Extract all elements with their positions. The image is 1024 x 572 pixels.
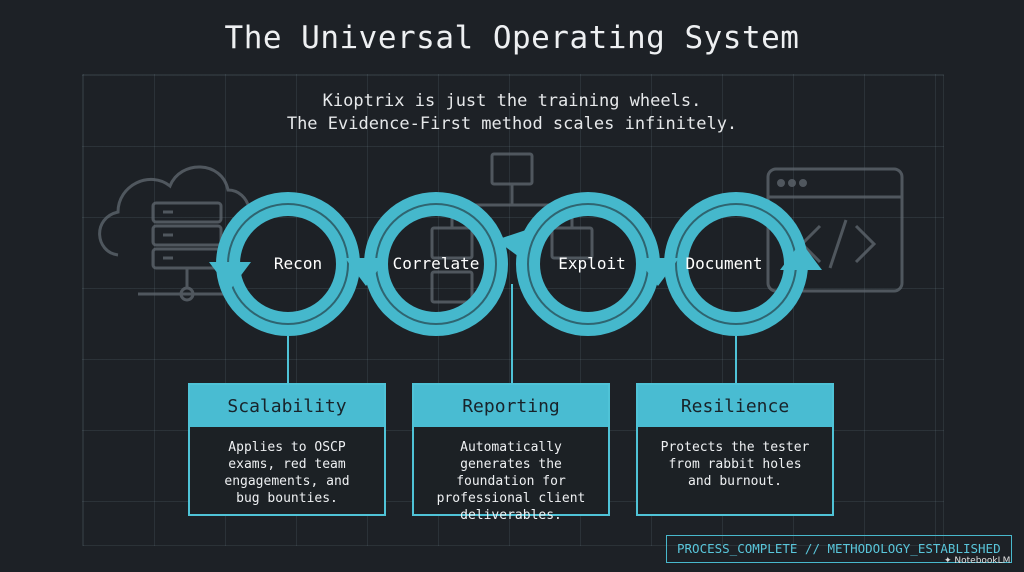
card-body: Automatically generates the foundation f… — [414, 427, 608, 524]
card-connectors — [287, 284, 737, 383]
stage-exploit: Exploit — [558, 254, 626, 273]
card-text-line: Protects the tester — [660, 440, 810, 455]
stage-document: Document — [685, 254, 763, 273]
card-text-line: engagements, and — [224, 474, 350, 489]
brand-name: NotebookLM — [954, 556, 1011, 566]
card-text-line: exams, red team — [228, 457, 346, 472]
arrow-head-icon — [345, 258, 387, 286]
notebooklm-logo-icon: ✦ — [944, 556, 955, 566]
card-text-line: Automatically — [460, 440, 562, 455]
status-banner: PROCESS_COMPLETE // METHODOLOGY_ESTABLIS… — [666, 535, 1012, 563]
arrow-head-icon — [209, 262, 251, 290]
stage-recon: Recon — [273, 254, 323, 273]
stage-correlate: Correlate — [392, 254, 480, 273]
subtitle: Kioptrix is just the training wheels. Th… — [0, 90, 1024, 136]
card-text-line: generates the — [460, 457, 562, 472]
arrow-head-icon — [496, 228, 532, 262]
card-text-line: and burnout. — [688, 474, 782, 489]
card-heading: Scalability — [190, 385, 384, 427]
card-text-line: from rabbit holes — [668, 457, 802, 472]
brand-watermark: ✦ NotebookLM — [944, 556, 1010, 566]
card-reporting: Reporting Automatically generates the fo… — [412, 383, 610, 523]
page-title: The Universal Operating System — [224, 20, 800, 56]
card-text-line: Applies to OSCP — [228, 440, 346, 455]
card-text-line: deliverables. — [460, 508, 562, 523]
card-text-line: bug bounties. — [236, 491, 338, 506]
arrow-head-icon — [780, 242, 822, 270]
card-heading: Resilience — [638, 385, 832, 427]
card-text-line: foundation for — [456, 474, 566, 489]
cloud-server-icon — [98, 165, 252, 302]
code-window-icon — [766, 167, 904, 293]
card-body: Applies to OSCP exams, red team engageme… — [190, 427, 384, 507]
card-body: Protects the tester from rabbit holes an… — [638, 427, 832, 490]
card-resilience: Resilience Protects the tester from rabb… — [636, 383, 834, 516]
subtitle-line-1: Kioptrix is just the training wheels. — [322, 91, 702, 111]
network-hierarchy-icon — [430, 152, 594, 304]
card-scalability: Scalability Applies to OSCP exams, red t… — [188, 383, 386, 516]
subtitle-line-2: The Evidence-First method scales infinit… — [286, 114, 738, 134]
card-heading: Reporting — [414, 385, 608, 427]
card-text-line: professional client — [436, 491, 586, 506]
arrow-head-icon — [637, 258, 679, 286]
